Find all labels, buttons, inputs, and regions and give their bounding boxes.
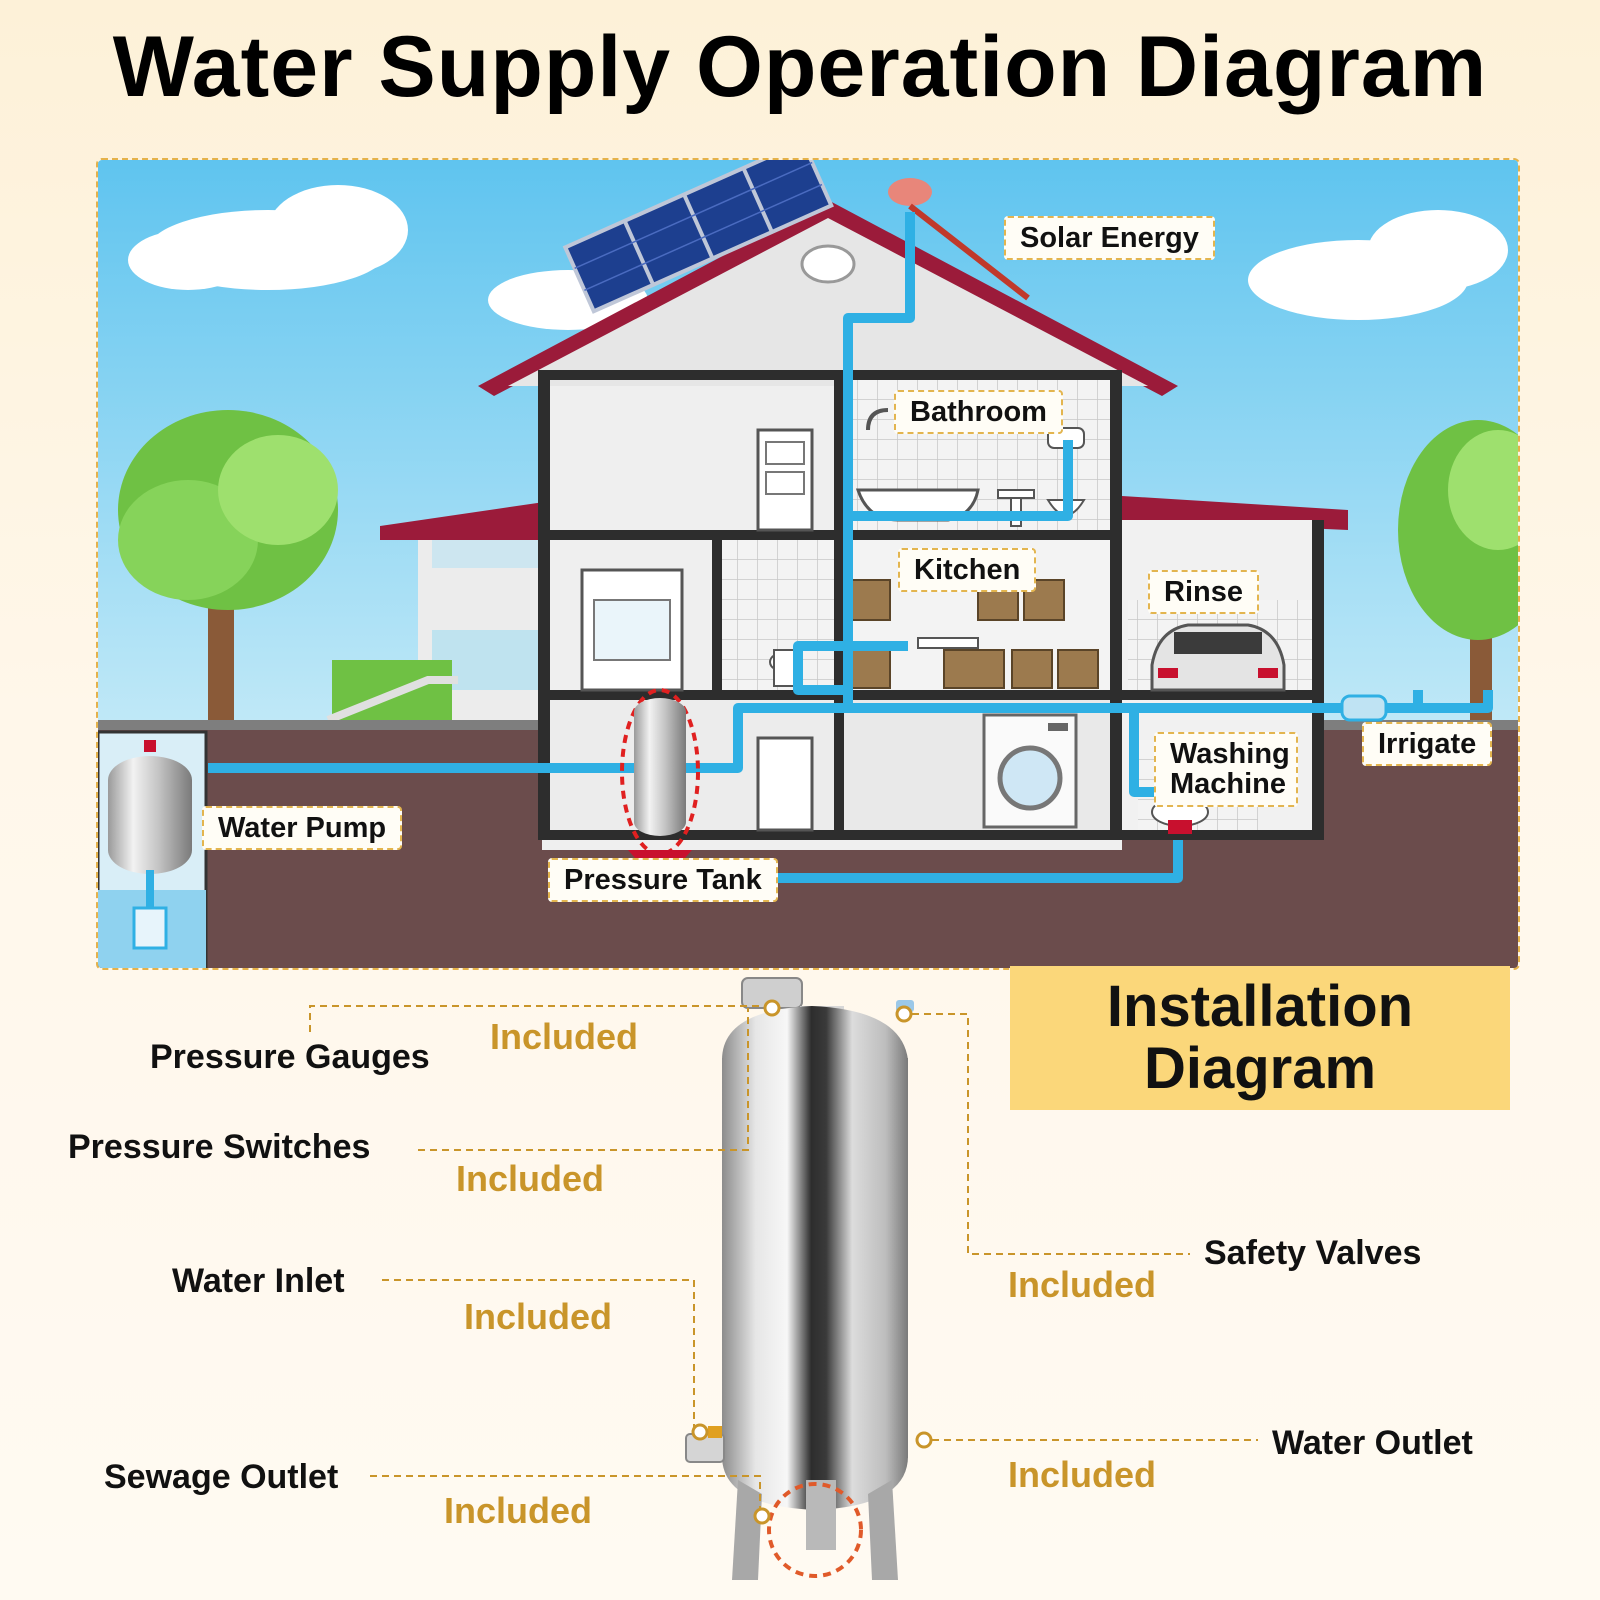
label-pressure-switches: Pressure Switches [68, 1128, 371, 1166]
included-water-inlet: Included [464, 1296, 613, 1337]
label-sewage-outlet: Sewage Outlet [104, 1458, 339, 1496]
label-pressure-gauges: Pressure Gauges [150, 1038, 430, 1076]
left-tree [118, 410, 338, 720]
label-bathroom: Bathroom [894, 390, 1063, 435]
label-water-outlet: Water Outlet [1272, 1424, 1473, 1462]
label-safety-valves: Safety Valves [1204, 1234, 1422, 1272]
label-rinse: Rinse [1148, 570, 1259, 615]
installation-title-line1: Installation [1106, 974, 1414, 1039]
label-pressure-tank: Pressure Tank [548, 858, 778, 903]
installation-diagram-title: Installation Diagram [1010, 966, 1510, 1110]
label-washing-machine: Washing Machine [1154, 732, 1298, 807]
included-safety-valves: Included [1008, 1264, 1157, 1305]
water-pump-tank [108, 740, 192, 950]
solar-water-heater [888, 178, 1030, 301]
included-sewage-outlet: Included [444, 1490, 593, 1531]
pressure-tank-product [685, 977, 914, 1580]
included-pressure-switches: Included [456, 1158, 605, 1199]
included-pressure-gauges: Included [490, 1016, 639, 1057]
included-water-outlet: Included [1008, 1454, 1157, 1495]
water-pipes [208, 212, 1493, 883]
label-kitchen: Kitchen [898, 548, 1037, 593]
solar-panels [562, 160, 834, 314]
right-tree [1398, 420, 1518, 720]
main-house [478, 200, 1178, 850]
label-irrigate: Irrigate [1362, 722, 1493, 767]
pressure-tank-house [620, 688, 700, 866]
callout-dots [691, 999, 933, 1525]
house-cutaway-illustration: Solar Energy Bathroom Kitchen Rinse Wash… [96, 158, 1520, 970]
label-water-inlet: Water Inlet [172, 1262, 345, 1300]
clouds [128, 185, 1508, 330]
label-solar-energy: Solar Energy [1004, 216, 1215, 261]
neighbor-house [326, 500, 558, 724]
installation-title-line2: Diagram [1143, 1036, 1377, 1101]
label-water-pump: Water Pump [202, 806, 403, 851]
page-title: Water Supply Operation Diagram [112, 19, 1488, 115]
